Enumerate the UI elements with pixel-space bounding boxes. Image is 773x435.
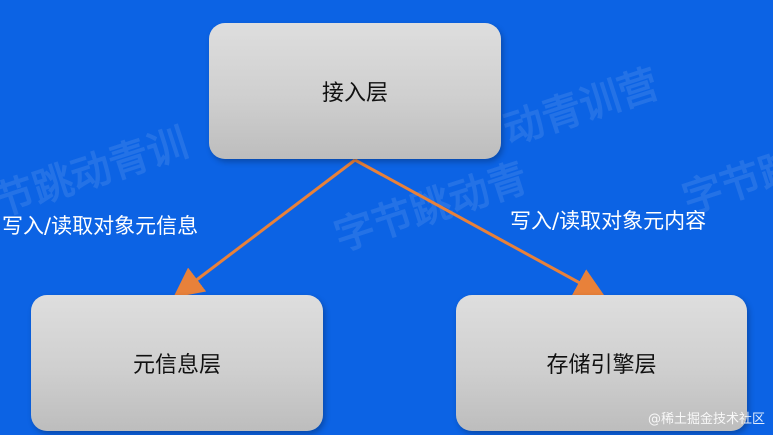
arrow-to-storage-engine-layer xyxy=(354,158,606,297)
brand-watermark: @稀土掘金技术社区 xyxy=(647,412,765,427)
storage-engine-layer-node: 存储引擎层 xyxy=(456,295,747,431)
metadata-layer-label: 元信息层 xyxy=(132,353,221,378)
storage-engine-layer-label: 存储引擎层 xyxy=(546,353,657,378)
edge-label-metadata: 写入/读取对象元信息 xyxy=(2,214,199,238)
edge-label-content: 写入/读取对象元内容 xyxy=(510,209,707,233)
arrow-to-metadata-layer xyxy=(173,158,356,298)
access-layer-label: 接入层 xyxy=(321,81,388,106)
access-layer-node: 接入层 xyxy=(209,23,501,159)
metadata-layer-node: 元信息层 xyxy=(31,295,323,431)
